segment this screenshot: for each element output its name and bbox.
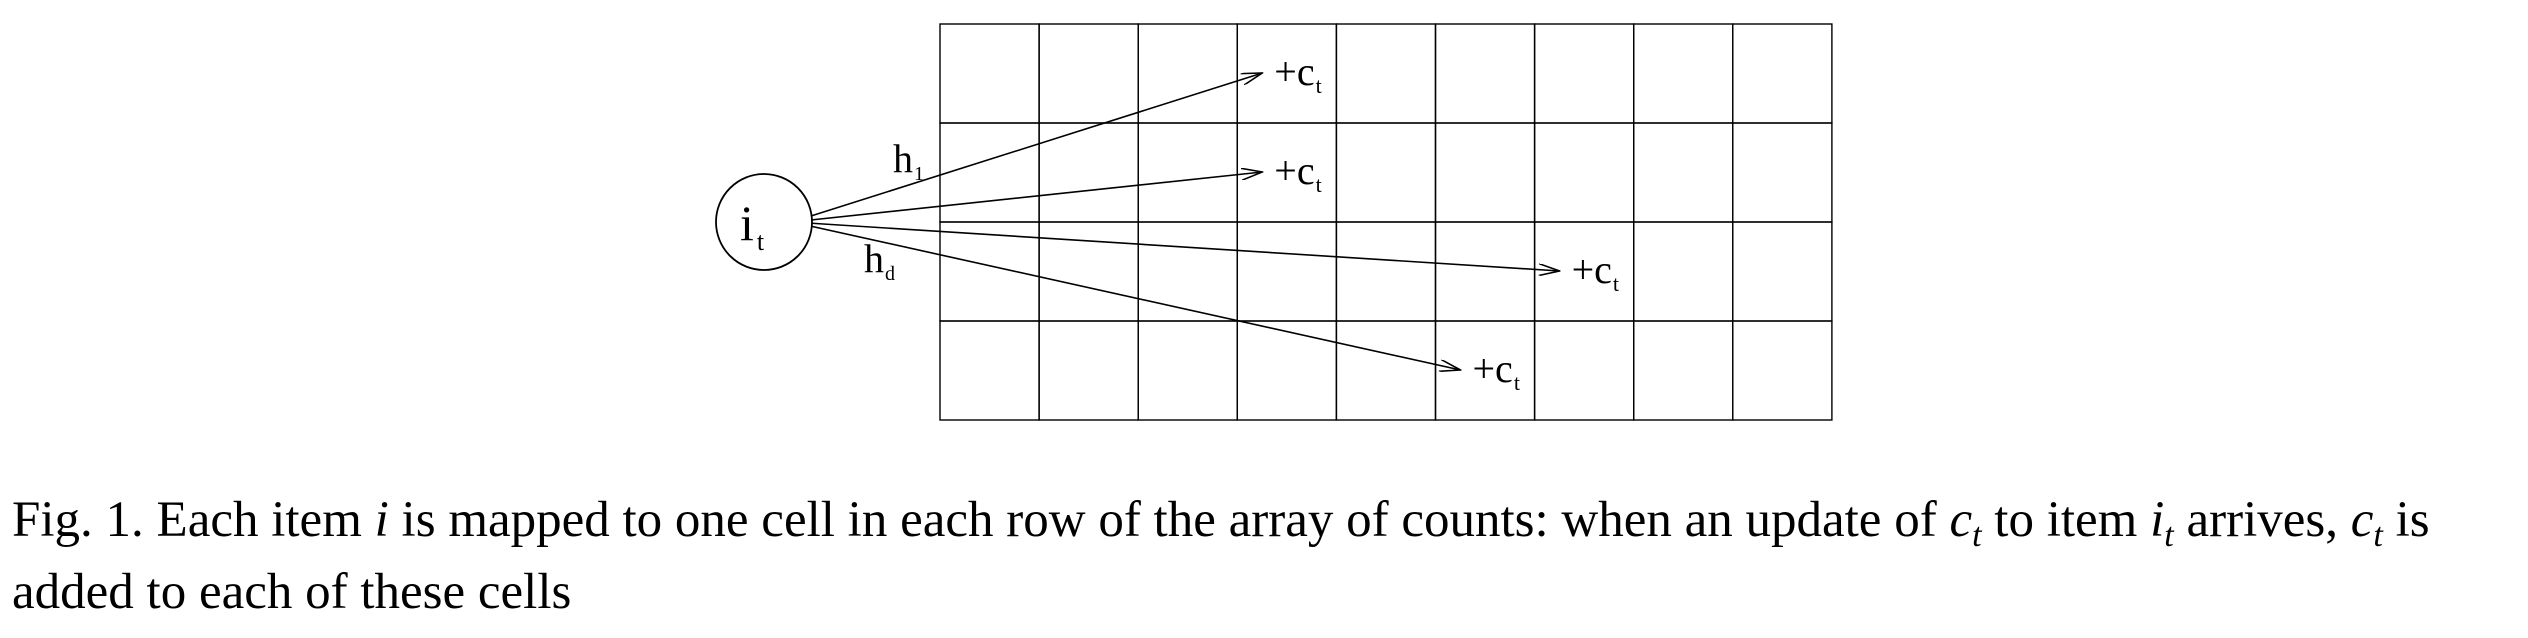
- update-label-sub: t: [1316, 73, 1322, 98]
- update-label-prefix: +c: [1572, 247, 1612, 292]
- hash-label-hd: hd: [864, 236, 895, 285]
- grid-cell: [1434, 23, 1536, 124]
- update-label: +ct: [1473, 346, 1520, 395]
- count-array-grid: [939, 23, 1833, 421]
- grid-cell: [1038, 320, 1139, 421]
- grid-cell: [1137, 221, 1238, 322]
- update-label: +ct: [1572, 247, 1619, 296]
- grid-cell: [1137, 320, 1238, 421]
- math-var-i: i: [2150, 492, 2165, 548]
- grid-cell: [1137, 122, 1238, 223]
- hash-arrow: [791, 221, 1560, 271]
- grid-cell: [939, 122, 1040, 223]
- update-label-sub: t: [1316, 172, 1322, 197]
- grid-cell: [939, 23, 1040, 124]
- grid-cell: [1335, 23, 1437, 124]
- update-label-prefix: +c: [1274, 49, 1314, 94]
- grid-cell: [1732, 122, 1833, 223]
- update-label-prefix: +c: [1473, 346, 1513, 391]
- grid-cell: [939, 320, 1040, 421]
- update-label-prefix: +c: [1274, 148, 1314, 193]
- grid-cell: [1632, 23, 1734, 124]
- hash-arrow: [791, 221, 1461, 370]
- hash-arrow: [791, 172, 1262, 223]
- grid-cell: [1236, 320, 1338, 421]
- grid-cell: [1434, 122, 1536, 223]
- hash-label-h1: h1: [893, 136, 924, 185]
- grid-cell: [1236, 221, 1338, 322]
- update-label: +ct: [1274, 148, 1321, 197]
- update-label-sub: t: [1613, 271, 1619, 296]
- figure-label: Fig. 1.: [12, 492, 144, 548]
- grid-cell: [1533, 122, 1635, 223]
- figure-caption: Fig. 1. Each item i is mapped to one cel…: [12, 492, 2430, 620]
- grid-cell: [1335, 221, 1437, 322]
- update-label-sub: t: [1514, 370, 1520, 395]
- hash-arrows: [791, 73, 1560, 370]
- update-label: +ct: [1274, 49, 1321, 98]
- math-var-c: c: [2350, 492, 2374, 548]
- grid-cell: [1038, 221, 1139, 322]
- grid-cell: [1434, 221, 1536, 322]
- update-labels: +ct+ct+ct+ct: [1274, 49, 1619, 395]
- grid-cell: [1632, 221, 1734, 322]
- grid-cell: [1732, 320, 1833, 421]
- item-node: [715, 173, 813, 271]
- math-var-c: c: [1949, 492, 1973, 548]
- math-var-i: i: [374, 492, 389, 548]
- grid-cell: [1038, 23, 1139, 124]
- grid-cell: [1732, 23, 1833, 124]
- grid-cell: [1533, 23, 1635, 124]
- grid-cell: [1632, 122, 1734, 223]
- grid-cell: [1732, 221, 1833, 322]
- grid-cell: [1038, 122, 1139, 223]
- grid-cell: [1533, 320, 1635, 421]
- grid-cell: [1335, 320, 1437, 421]
- grid-cell: [1632, 320, 1734, 421]
- grid-cell: [1335, 122, 1437, 223]
- hash-arrow: [791, 73, 1262, 223]
